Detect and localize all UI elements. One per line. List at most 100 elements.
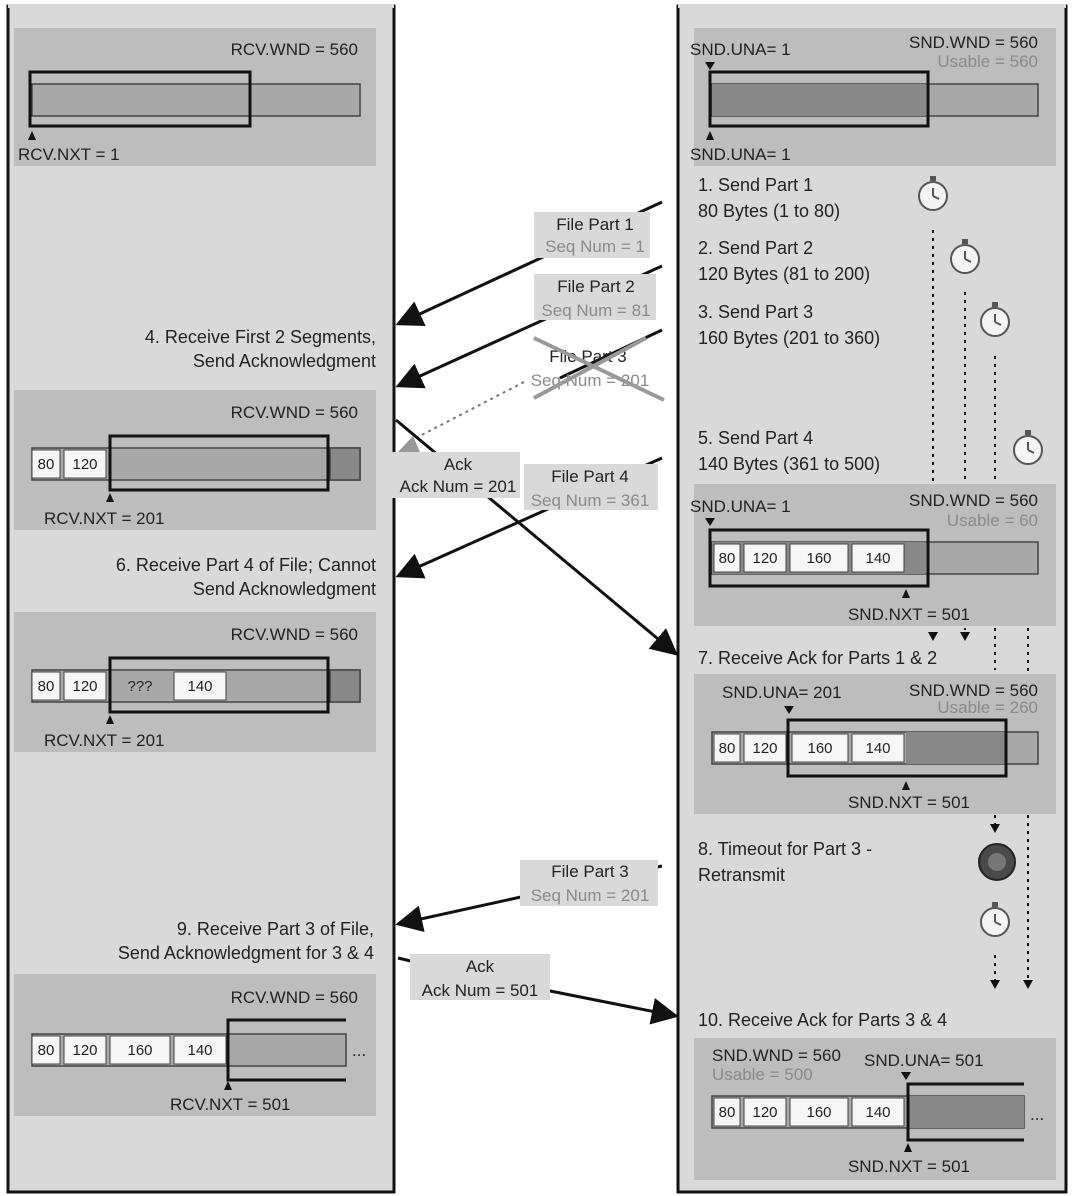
usable-label: Usable = 560 xyxy=(937,52,1038,71)
lost-segment-cross-icon xyxy=(533,336,665,402)
timer-icon xyxy=(980,902,1010,937)
snd-nxt-label: SND.NXT = 501 xyxy=(848,793,970,812)
file-part-1-seq: Seq Num = 1 xyxy=(545,237,645,256)
file-part-3-lost-title: File Part 3 xyxy=(549,347,626,366)
ellipsis: ... xyxy=(1030,1105,1044,1124)
snd-wnd-label: SND.WND = 560 xyxy=(909,33,1038,52)
segment-140: 140 xyxy=(865,1104,890,1121)
send-window xyxy=(906,1082,1024,1142)
receive-buffer xyxy=(31,83,361,117)
file-part-1-title: File Part 1 xyxy=(556,215,633,234)
step8-line2: Retransmit xyxy=(698,865,785,885)
step1-line1: 1. Send Part 1 xyxy=(698,175,813,195)
step10-line1: 10. Receive Ack for Parts 3 & 4 xyxy=(698,1010,947,1030)
rcv-nxt-label: RCV.NXT = 201 xyxy=(44,731,165,750)
segment-120: 120 xyxy=(72,1042,97,1059)
file-part-4-title: File Part 4 xyxy=(551,467,628,486)
rcv-wnd-label: RCV.WND = 560 xyxy=(231,988,358,1007)
step5-line2: 140 Bytes (361 to 500) xyxy=(698,454,880,474)
sender-state-2: SND.UNA= 1 SND.WND = 560 Usable = 60 80 … xyxy=(690,484,1056,626)
rcv-wnd-label: RCV.WND = 560 xyxy=(231,625,358,644)
step4-line1: 4. Receive First 2 Segments, xyxy=(145,327,376,347)
step3-line2: 160 Bytes (201 to 360) xyxy=(698,328,880,348)
sender-state-4: SND.WND = 560 Usable = 500 SND.UNA= 501 … xyxy=(694,1038,1056,1180)
rcv-nxt-label: RCV.NXT = 1 xyxy=(18,145,120,164)
rcv-nxt-label: RCV.NXT = 201 xyxy=(44,509,165,528)
file-part-2-title: File Part 2 xyxy=(557,277,634,296)
step4-line2: Send Acknowledgment xyxy=(193,351,376,371)
ack-201-title: Ack xyxy=(444,455,473,474)
ack-lost-path xyxy=(411,381,525,441)
usable-label: Usable = 500 xyxy=(712,1065,813,1084)
step6-line1: 6. Receive Part 4 of File; Cannot xyxy=(116,555,376,575)
segment-160: 160 xyxy=(806,550,831,567)
usable-label: Usable = 260 xyxy=(937,698,1038,717)
receive-window xyxy=(28,70,252,128)
file-part-3-retx-seq: Seq Num = 201 xyxy=(531,886,650,905)
snd-una-label: SND.UNA= 1 xyxy=(690,497,791,516)
snd-nxt-label: SND.NXT = 501 xyxy=(848,1157,970,1176)
snd-una-top-label: SND.UNA= 1 xyxy=(690,40,791,59)
segment-120: 120 xyxy=(72,456,97,473)
ack-501-title: Ack xyxy=(466,957,495,976)
step1-line2: 80 Bytes (1 to 80) xyxy=(698,201,840,221)
ellipsis: ... xyxy=(352,1041,366,1060)
timer-icon xyxy=(918,176,948,211)
rcv-nxt-label: RCV.NXT = 501 xyxy=(170,1095,291,1114)
ack-201-num: Ack Num = 201 xyxy=(400,477,517,496)
usable-label: Usable = 60 xyxy=(947,511,1038,530)
send-window xyxy=(708,70,930,128)
receiver-state-3: RCV.WND = 560 80 120 ??? 140 RCV.NXT = 2… xyxy=(14,612,376,752)
sender-state-3: SND.UNA= 201 SND.WND = 560 Usable = 260 … xyxy=(694,674,1056,814)
send-window xyxy=(786,718,1008,778)
rcv-wnd-label: RCV.WND = 560 xyxy=(231,40,358,59)
segment-120: 120 xyxy=(752,550,777,567)
segment-120: 120 xyxy=(752,740,777,757)
step9-line2: Send Acknowledgment for 3 & 4 xyxy=(118,943,374,963)
file-part-2-seq: Seq Num = 81 xyxy=(541,301,650,320)
step7-line1: 7. Receive Ack for Parts 1 & 2 xyxy=(698,648,937,668)
segment-80: 80 xyxy=(38,456,55,473)
step5-line1: 5. Send Part 4 xyxy=(698,428,813,448)
timer-icon xyxy=(950,239,980,274)
step2-line1: 2. Send Part 2 xyxy=(698,238,813,258)
segment-160: 160 xyxy=(806,1104,831,1121)
timer-expired-icon xyxy=(978,843,1016,881)
snd-wnd-label: SND.WND = 560 xyxy=(909,491,1038,510)
receiver-state-4: RCV.WND = 560 80 120 160 140 ... RCV.NXT… xyxy=(14,974,376,1116)
rcv-nxt-pointer xyxy=(28,131,36,140)
step9-line1: 9. Receive Part 3 of File, xyxy=(177,919,374,939)
sender-state-1: SND.UNA= 1 SND.WND = 560 Usable = 560 SN… xyxy=(690,28,1056,166)
receive-window xyxy=(108,656,330,714)
step2-line2: 120 Bytes (81 to 200) xyxy=(698,264,870,284)
segment-120: 120 xyxy=(72,678,97,695)
segment-80: 80 xyxy=(719,550,736,567)
timer-icon xyxy=(1013,430,1043,465)
segment-80: 80 xyxy=(38,1042,55,1059)
snd-una-label: SND.UNA= 501 xyxy=(864,1051,984,1070)
receive-window xyxy=(226,1018,346,1082)
timer-icon xyxy=(980,302,1010,337)
segment-80: 80 xyxy=(38,678,55,695)
snd-una-bottom-label: SND.UNA= 1 xyxy=(690,145,791,164)
rcv-wnd-label: RCV.WND = 560 xyxy=(231,403,358,422)
receiver-state-1: RCV.WND = 560 RCV.NXT = 1 xyxy=(14,28,376,166)
file-part-3-lost-seq: Seq Num = 201 xyxy=(531,371,650,390)
segment-140: 140 xyxy=(187,678,212,695)
step3-line1: 3. Send Part 3 xyxy=(698,302,813,322)
snd-una-label: SND.UNA= 201 xyxy=(722,683,842,702)
segment-80: 80 xyxy=(719,1104,736,1121)
segment-140: 140 xyxy=(187,1042,212,1059)
step8-line1: 8. Timeout for Part 3 - xyxy=(698,839,872,859)
snd-wnd-label: SND.WND = 560 xyxy=(712,1046,841,1065)
segment-80: 80 xyxy=(719,740,736,757)
segment-160: 160 xyxy=(127,1042,152,1059)
missing-segment-placeholder: ??? xyxy=(127,678,152,695)
file-part-4-seq: Seq Num = 361 xyxy=(531,491,650,510)
segment-120: 120 xyxy=(752,1104,777,1121)
step6-line2: Send Acknowledgment xyxy=(193,579,376,599)
snd-wnd-label: SND.WND = 560 xyxy=(909,681,1038,700)
send-window xyxy=(708,528,930,588)
segment-140: 140 xyxy=(865,550,890,567)
